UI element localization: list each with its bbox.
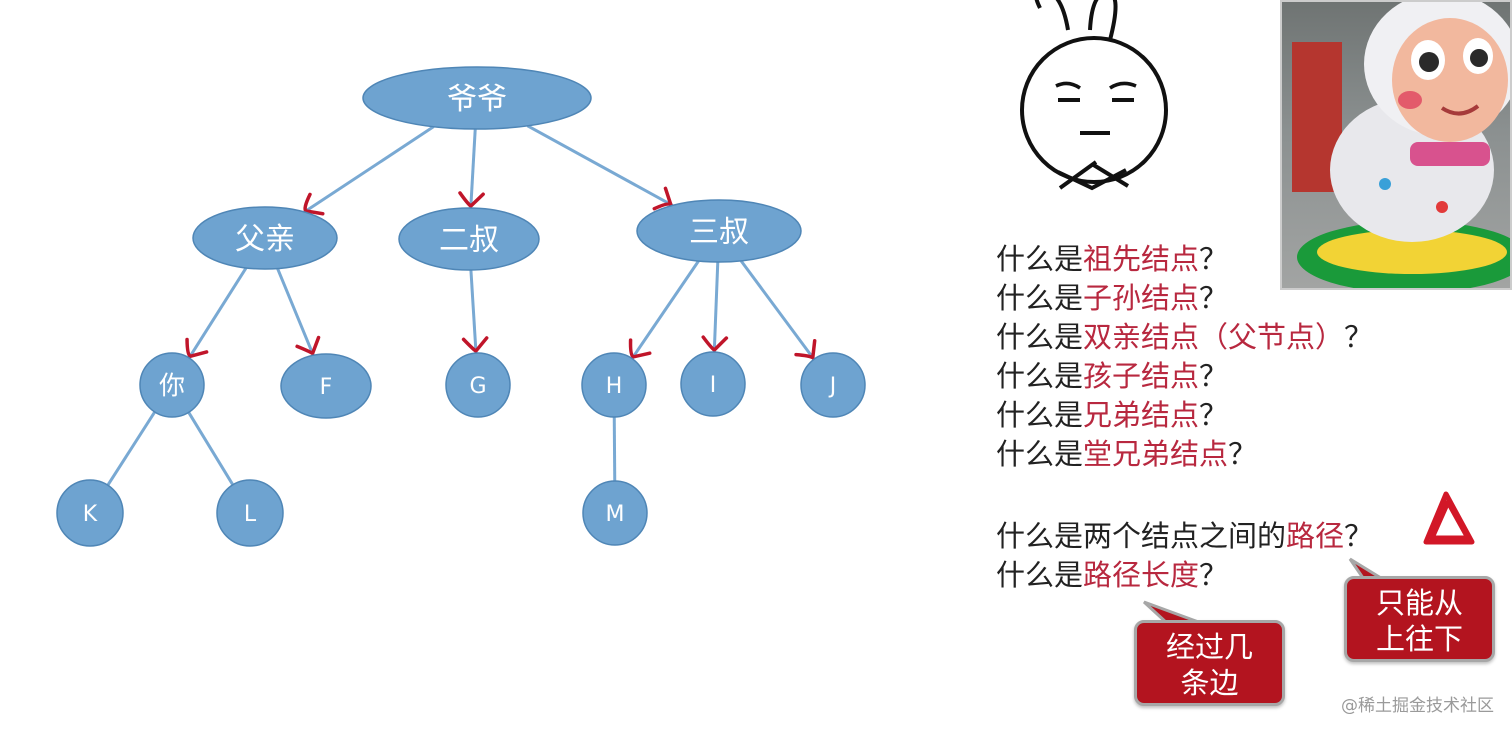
question-path: 什么是两个结点之间的路径？	[996, 519, 1374, 553]
arrow-mark-grandpa-father	[303, 192, 325, 216]
tree-node-label-M: M	[606, 502, 625, 527]
tree-edge-grandpa-uncle2	[469, 128, 477, 209]
tree-edge-uncle2-G	[469, 269, 478, 354]
toy-photo	[1280, 0, 1512, 290]
arrow-mark-grandpa-uncle3	[652, 186, 673, 211]
tree-edge-uncle3-J	[739, 259, 816, 361]
tree-node-label-father: 父亲	[235, 222, 295, 257]
tree-node-F: F	[280, 353, 372, 419]
tree-edge-you-L	[187, 411, 235, 486]
tree-node-shape-uncle2	[398, 207, 540, 271]
tree-node-you: 你	[139, 352, 205, 418]
rabbit-cartoon-icon	[1020, 0, 1168, 191]
arrow-mark-uncle3-I	[701, 335, 729, 352]
tree-edge-you-K	[106, 411, 157, 487]
tree-node-shape-L	[216, 479, 284, 547]
tree-edge-father-you	[187, 267, 248, 359]
arrow-mark-uncle2-G	[461, 336, 489, 353]
tree-node-G: G	[445, 352, 511, 418]
question-ancestor: 什么是祖先结点？	[996, 242, 1229, 276]
tree-node-M: M	[582, 480, 648, 546]
arrow-mark-grandpa-uncle2	[458, 191, 485, 208]
callout-top-down-line2: 上往下	[1375, 622, 1463, 656]
tree-node-shape-grandpa	[362, 66, 592, 130]
tree-node-father: 父亲	[192, 206, 338, 270]
arrow-mark-father-F	[295, 335, 321, 356]
tree-edge-uncle3-I	[712, 261, 720, 353]
tree-node-shape-you	[139, 352, 205, 418]
question-cousin: 什么是堂兄弟结点？	[996, 437, 1258, 471]
tree-edge-grandpa-father	[303, 125, 435, 214]
tree-edges	[106, 124, 817, 487]
tree-edge-grandpa-uncle3	[526, 124, 674, 207]
tree-node-shape-K	[56, 479, 124, 547]
tree-node-label-uncle2: 二叔	[439, 223, 499, 258]
callout-top-down-line1: 只能从	[1375, 586, 1463, 620]
tree-node-L: L	[216, 479, 284, 547]
tree-node-label-J: J	[828, 374, 837, 399]
tree-node-J: J	[800, 352, 866, 418]
arrow-mark-uncle3-H	[628, 338, 652, 359]
tree-node-label-you: 你	[159, 371, 185, 401]
tree-node-uncle2: 二叔	[398, 207, 540, 271]
tree-node-H: H	[581, 352, 647, 418]
tree-node-label-F: F	[320, 375, 333, 400]
question-descendant: 什么是子孙结点？	[996, 281, 1229, 315]
tree-node-label-uncle3: 三叔	[689, 215, 749, 250]
tree-node-label-L: L	[244, 502, 257, 527]
callout-top-down: 只能从 上往下	[1344, 576, 1495, 662]
tree-node-shape-uncle3	[636, 199, 802, 263]
tree-edge-H-M	[612, 416, 617, 482]
arrow-mark-father-you	[185, 337, 209, 359]
tree-node-grandpa: 爷爷	[362, 66, 592, 130]
tree-edge-uncle3-H	[630, 260, 700, 360]
tree-node-label-grandpa: 爷爷	[447, 82, 507, 117]
triangle-mark-icon	[1423, 491, 1475, 545]
question-child: 什么是孩子结点？	[996, 359, 1229, 393]
tree-node-label-I: I	[710, 373, 717, 398]
tree-node-shape-father	[192, 206, 338, 270]
tree-node-label-G: G	[469, 374, 486, 399]
tree-node-uncle3: 三叔	[636, 199, 802, 263]
tree-node-K: K	[56, 479, 124, 547]
question-sibling: 什么是兄弟结点？	[996, 398, 1229, 432]
tree-node-shape-G	[445, 352, 511, 418]
tree-edge-father-F	[276, 267, 315, 356]
watermark: @稀土掘金技术社区	[1341, 696, 1494, 716]
callout-edges-count: 经过几 条边	[1134, 620, 1285, 706]
tree-node-shape-H	[581, 352, 647, 418]
tree-node-I: I	[680, 351, 746, 417]
tree-node-shape-I	[680, 351, 746, 417]
tree-node-shape-M	[582, 480, 648, 546]
callout-edges-line2: 条边	[1180, 666, 1239, 700]
sheep-toy-icon	[1292, 2, 1510, 288]
arrow-mark-uncle3-J	[794, 339, 817, 360]
question-list: 什么是祖先结点？ 什么是子孙结点？ 什么是双亲结点（父节点）？ 什么是孩子结点？…	[996, 240, 1373, 595]
tree-node-label-H: H	[606, 374, 623, 399]
tree-node-label-K: K	[83, 502, 98, 527]
question-parent: 什么是双亲结点（父节点）？	[996, 320, 1374, 354]
tree-node-shape-F	[280, 353, 372, 419]
tree-node-shape-J	[800, 352, 866, 418]
callout-edges-line1: 经过几	[1165, 630, 1253, 664]
question-spacer	[996, 474, 1373, 517]
question-path-length: 什么是路径长度？	[996, 558, 1229, 592]
